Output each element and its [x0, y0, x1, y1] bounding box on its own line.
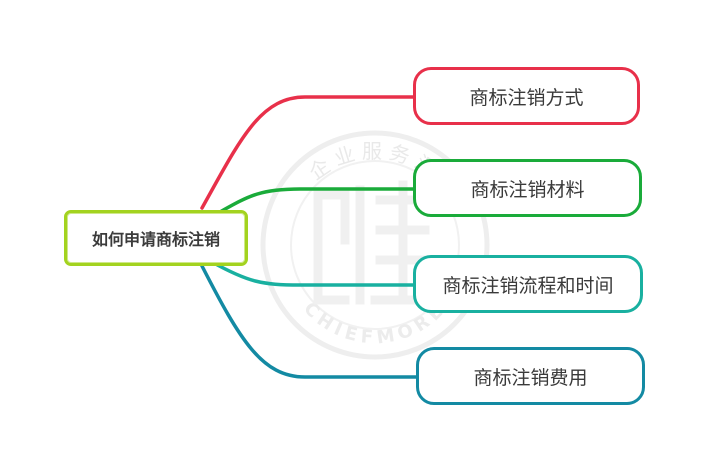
- connector-branch: [200, 95, 415, 210]
- connector-branch: [200, 264, 418, 379]
- root-topic-node[interactable]: 如何申请商标注销: [64, 210, 248, 266]
- connector-branch: [210, 260, 415, 287]
- subtopic-node[interactable]: 商标注销流程和时间: [413, 255, 643, 313]
- subtopic-node[interactable]: 商标注销材料: [413, 159, 642, 217]
- subtopic-label: 商标注销方式: [469, 86, 584, 109]
- subtopic-node[interactable]: 商标注销费用: [416, 347, 645, 405]
- subtopic-node[interactable]: 商标注销方式: [413, 67, 640, 125]
- root-topic-label: 如何申请商标注销: [91, 230, 220, 249]
- subtopic-label: 商标注销材料: [470, 178, 585, 201]
- connector-branch: [218, 187, 415, 214]
- subtopic-label: 商标注销费用: [473, 366, 588, 389]
- subtopic-label: 商标注销流程和时间: [442, 274, 614, 297]
- connectors: [200, 95, 418, 379]
